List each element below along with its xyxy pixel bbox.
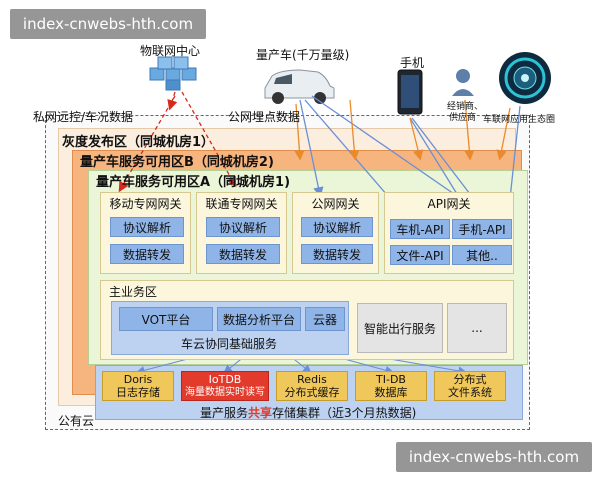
private-remote-label: 私网远控/车况数据 <box>33 110 134 124</box>
cluster-caption-pre: 量产服务 <box>200 406 249 420</box>
collab-base-label: 车云协同基础服务 <box>181 337 278 351</box>
storage-dfs: 分布式 文件系统 <box>434 371 506 401</box>
dealer-label: 经销商、 <box>447 102 484 112</box>
iot-center-label: 物联网中心 <box>140 44 201 58</box>
storage-cluster-caption: 量产服务共享存储集群（近3个月热数据) <box>200 404 416 421</box>
gateway-public: 公网网关 协议解析 数据转发 <box>292 192 379 274</box>
cluster-caption-shared: 共享 <box>248 406 273 420</box>
gateway-mobile-title: 移动专网网关 <box>109 197 182 211</box>
storage-redis-name: Redis <box>297 373 327 386</box>
gateway-unicom: 联通专网网关 协议解析 数据转发 <box>196 192 287 274</box>
gateway-public-protocol: 协议解析 <box>301 217 373 237</box>
gateway-public-title: 公网网关 <box>311 197 360 211</box>
person-icon <box>452 69 474 96</box>
gateway-unicom-protocol: 协议解析 <box>206 217 280 237</box>
car-icon <box>264 69 335 104</box>
phone-icon <box>397 69 423 115</box>
smart-travel-service: 智能出行服务 <box>357 303 443 353</box>
api-vehicle: 车机-API <box>390 219 450 239</box>
storage-dfs-name: 分布式 <box>453 373 487 386</box>
gateway-unicom-forward: 数据转发 <box>206 244 280 264</box>
mass-vehicles-label: 量产车(千万量级) <box>256 48 350 62</box>
storage-tidb: TI-DB 数据库 <box>355 371 427 401</box>
public-cloud-label: 公有云 <box>58 414 95 428</box>
gateway-unicom-title: 联通专网网关 <box>205 197 278 211</box>
gateway-public-forward: 数据转发 <box>301 244 373 264</box>
zone-a-title: 量产车服务可用区A（同城机房1) <box>96 175 291 190</box>
storage-iotdb: IoTDB 海量数据实时读写 <box>181 371 269 401</box>
public-tracking-label: 公网埋点数据 <box>228 110 301 124</box>
data-analysis-platform: 数据分析平台 <box>217 307 301 331</box>
storage-doris: Doris 日志存储 <box>102 371 174 401</box>
storage-doris-desc: 日志存储 <box>116 386 160 399</box>
storage-iotdb-name: IoTDB <box>208 373 242 386</box>
storage-doris-name: Doris <box>123 373 153 386</box>
cluster-caption-post: 存储集群（近3个月热数据) <box>272 406 417 420</box>
main-service-title: 主业务区 <box>109 285 158 299</box>
gateway-mobile: 移动专网网关 协议解析 数据转发 <box>100 192 191 274</box>
watermark-top: index-cnwebs-hth.com <box>10 9 206 39</box>
api-gateway: API网关 车机-API 手机-API 文件-API 其他.. <box>384 192 514 274</box>
vot-platform: VOT平台 <box>119 307 213 331</box>
cloud-map: 云器 <box>305 307 345 331</box>
api-gateway-title: API网关 <box>427 197 471 211</box>
watermark-bottom: index-cnwebs-hth.com <box>396 442 592 472</box>
phone-label: 手机 <box>400 56 425 70</box>
gray-release-title: 灰度发布区（同城机房1） <box>62 135 215 150</box>
main-service-area: 主业务区 VOT平台 数据分析平台 云器 车云协同基础服务 智能出行服务 ... <box>100 280 514 360</box>
ecosystem-dial-icon <box>499 52 551 104</box>
iot-cubes-icon <box>149 56 197 91</box>
storage-iotdb-desc: 海量数据实时读写 <box>185 387 265 398</box>
zone-b-title: 量产车服务可用区B（同城机房2) <box>80 155 274 170</box>
supplier-label: 供应商 <box>449 113 477 123</box>
ecosystem-label: 车联网应用生态圈 <box>483 115 556 125</box>
storage-tidb-desc: 数据库 <box>374 386 408 399</box>
gateway-mobile-forward: 数据转发 <box>110 244 184 264</box>
storage-tidb-name: TI-DB <box>376 373 406 386</box>
gateway-mobile-protocol: 协议解析 <box>110 217 184 237</box>
api-phone: 手机-API <box>452 219 512 239</box>
more-services: ... <box>447 303 507 353</box>
storage-redis: Redis 分布式缓存 <box>276 371 348 401</box>
api-other: 其他.. <box>452 245 512 265</box>
api-file: 文件-API <box>390 245 450 265</box>
storage-redis-desc: 分布式缓存 <box>284 386 340 399</box>
storage-dfs-desc: 文件系统 <box>448 386 492 399</box>
